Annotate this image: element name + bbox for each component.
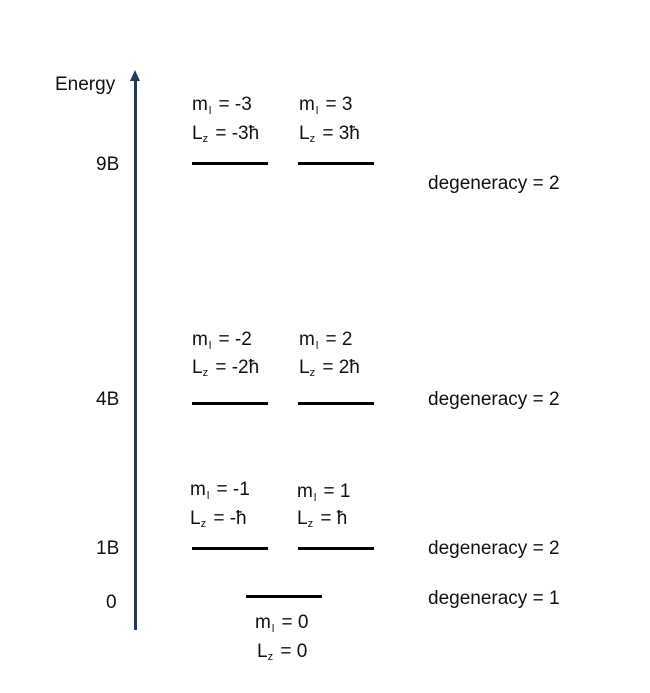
energy-level-line	[298, 547, 374, 550]
energy-tick-0: 0	[106, 592, 117, 613]
state-ml-label: ml = -3	[192, 94, 252, 117]
state-lz-label: Lz = 2ħ	[299, 357, 360, 379]
energy-tick-1b: 1B	[96, 538, 120, 559]
state-ml-label: ml = -2	[192, 329, 252, 352]
axis-arrow-head-icon	[130, 70, 140, 81]
state-ml-label: ml = 0	[255, 612, 309, 635]
energy-level-line	[192, 547, 268, 550]
degeneracy-label: degeneracy = 1	[428, 588, 560, 609]
energy-axis	[134, 78, 137, 630]
state-ml-label: ml = 1	[297, 481, 351, 504]
state-lz-label: Lz = 0	[257, 641, 308, 663]
axis-label: Energy	[55, 74, 116, 95]
state-lz-label: Lz = -ħ	[190, 508, 247, 530]
degeneracy-label: degeneracy = 2	[428, 538, 560, 559]
state-lz-label: Lz = ħ	[297, 508, 348, 530]
state-lz-label: Lz = -3ħ	[192, 123, 260, 145]
energy-level-line	[298, 162, 374, 165]
energy-level-line	[192, 402, 268, 405]
energy-level-line	[192, 162, 268, 165]
energy-tick-9b: 9B	[96, 154, 120, 175]
state-ml-label: ml = -1	[190, 479, 250, 502]
state-ml-label: ml = 3	[299, 94, 353, 117]
energy-level-line	[298, 402, 374, 405]
energy-level-line	[246, 595, 322, 598]
state-ml-label: ml = 2	[299, 329, 353, 352]
degeneracy-label: degeneracy = 2	[428, 173, 560, 194]
energy-tick-4b: 4B	[96, 389, 120, 410]
state-lz-label: Lz = -2ħ	[192, 357, 260, 379]
degeneracy-label: degeneracy = 2	[428, 389, 560, 410]
state-lz-label: Lz = 3ħ	[299, 123, 360, 145]
